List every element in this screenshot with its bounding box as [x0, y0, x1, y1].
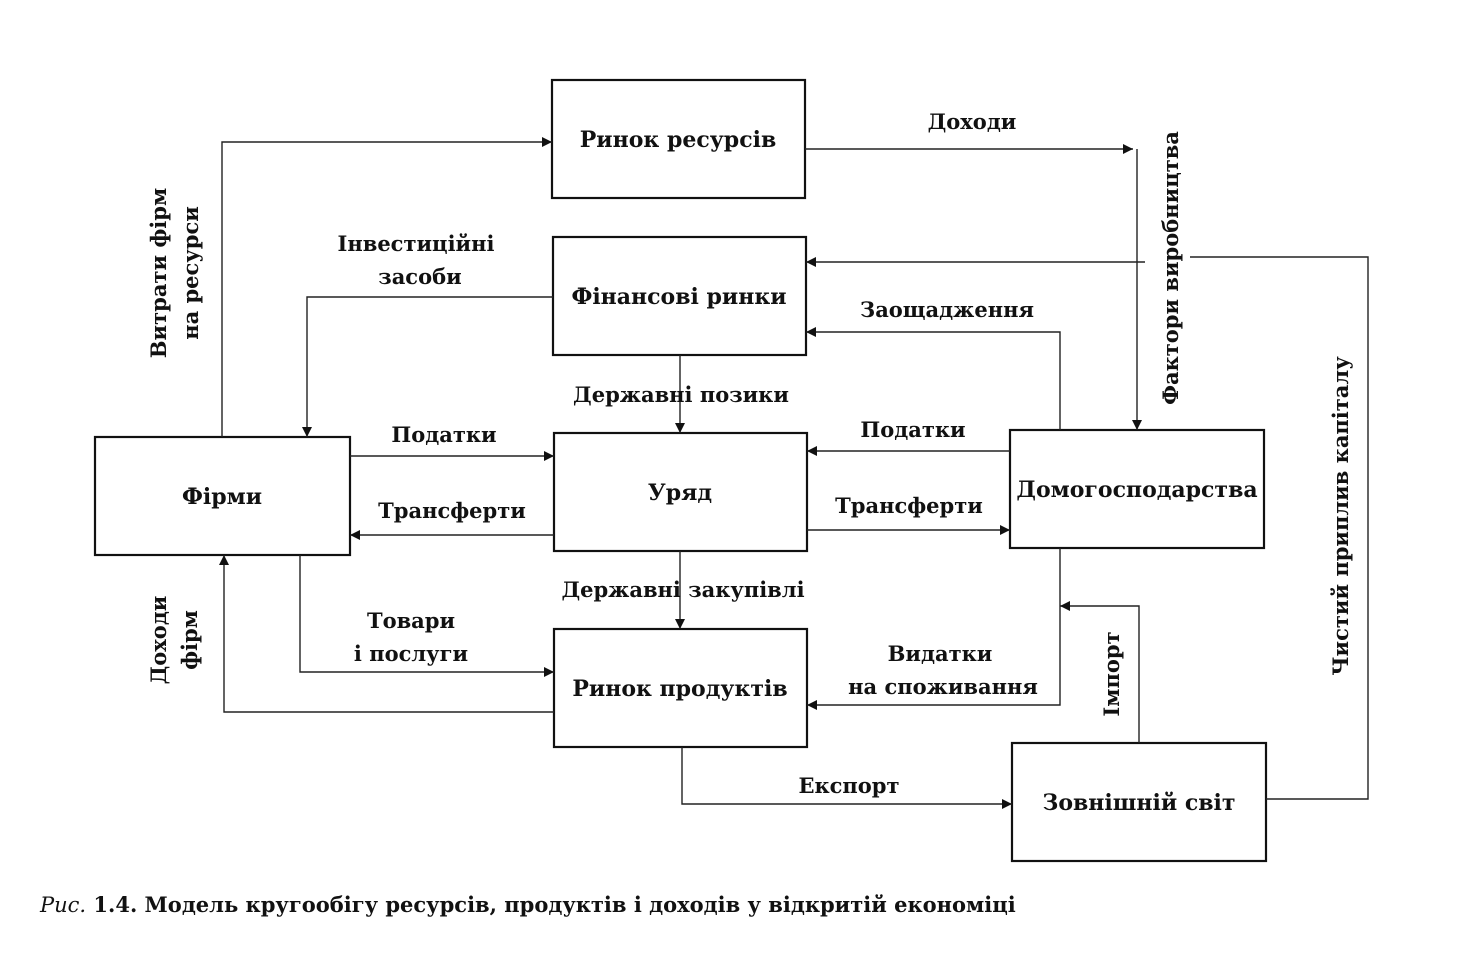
label-savings: Заощадження [860, 297, 1034, 322]
figure-caption: Рис. 1.4. Модель кругообігу ресурсів, пр… [40, 892, 1016, 917]
label-government-purchases: Державні закупівлі [561, 577, 804, 602]
label-imports: Імпорт [1099, 631, 1124, 716]
node-label: Ринок продуктів [572, 676, 787, 702]
label-consumption-spending-2: на споживання [848, 674, 1038, 699]
label-goods-services-2: і послуги [354, 641, 468, 666]
label-taxes-households: Податки [860, 417, 965, 442]
arrow-goods-services [299, 555, 554, 677]
node-product-market: Ринок продуктів [552, 627, 809, 749]
label-firm-resource-spending-2: на ресурси [178, 206, 203, 340]
node-label: Фірми [182, 484, 262, 510]
node-label: Домогосподарства [1016, 477, 1257, 503]
label-net-capital-inflow: Чистий приплив капіталу [1328, 356, 1353, 676]
node-rest-of-world: Зовнішній світ [1010, 741, 1268, 863]
node-firms: Фірми [93, 435, 352, 557]
arrow-firm-spending-to-resource-market [221, 137, 552, 437]
node-government: Уряд [552, 431, 809, 553]
label-goods-services-1: Товари [367, 608, 455, 633]
label-firm-resource-spending-1: Витрати фірм [146, 188, 171, 358]
node-label: Уряд [648, 480, 712, 506]
node-label: Фінансові ринки [571, 284, 786, 310]
node-resource-market: Ринок ресурсів [550, 78, 807, 200]
arrow-exports [681, 747, 1012, 809]
arrow-savings-to-financial-markets [806, 327, 1061, 430]
label-factors-of-production: Фактори виробництва [1158, 131, 1183, 405]
caption-text: 1.4. Модель кругообігу ресурсів, продукт… [86, 892, 1016, 917]
node-label: Ринок ресурсів [580, 127, 776, 153]
caption-prefix: Рис. [40, 893, 87, 917]
node-financial-markets: Фінансові ринки [551, 235, 808, 357]
label-transfers-firms: Трансферти [378, 498, 526, 523]
label-investment-goods-2: засоби [378, 264, 461, 289]
label-government-borrowing: Державні позики [573, 382, 789, 407]
label-income: Доходи [928, 109, 1017, 134]
label-investment-goods-1: Інвестиційні [338, 231, 495, 256]
label-transfers-households: Трансферти [835, 493, 983, 518]
label-firm-income-2: фірм [177, 610, 202, 670]
arrow-capital-inflow-to-financial-markets [806, 257, 1369, 800]
node-label: Зовнішній світ [1042, 790, 1235, 816]
node-households: Домогосподарства [1008, 428, 1266, 550]
arrow-consumption-spending [807, 548, 1061, 710]
arrow-investment-to-firms [302, 296, 553, 437]
label-taxes-firms: Податки [391, 422, 496, 447]
label-firm-income-1: Доходи [146, 596, 171, 685]
label-consumption-spending-1: Видатки [888, 641, 993, 666]
label-exports: Експорт [798, 773, 899, 798]
arrow-firm-income [219, 555, 554, 713]
arrow-imports [1060, 601, 1140, 743]
